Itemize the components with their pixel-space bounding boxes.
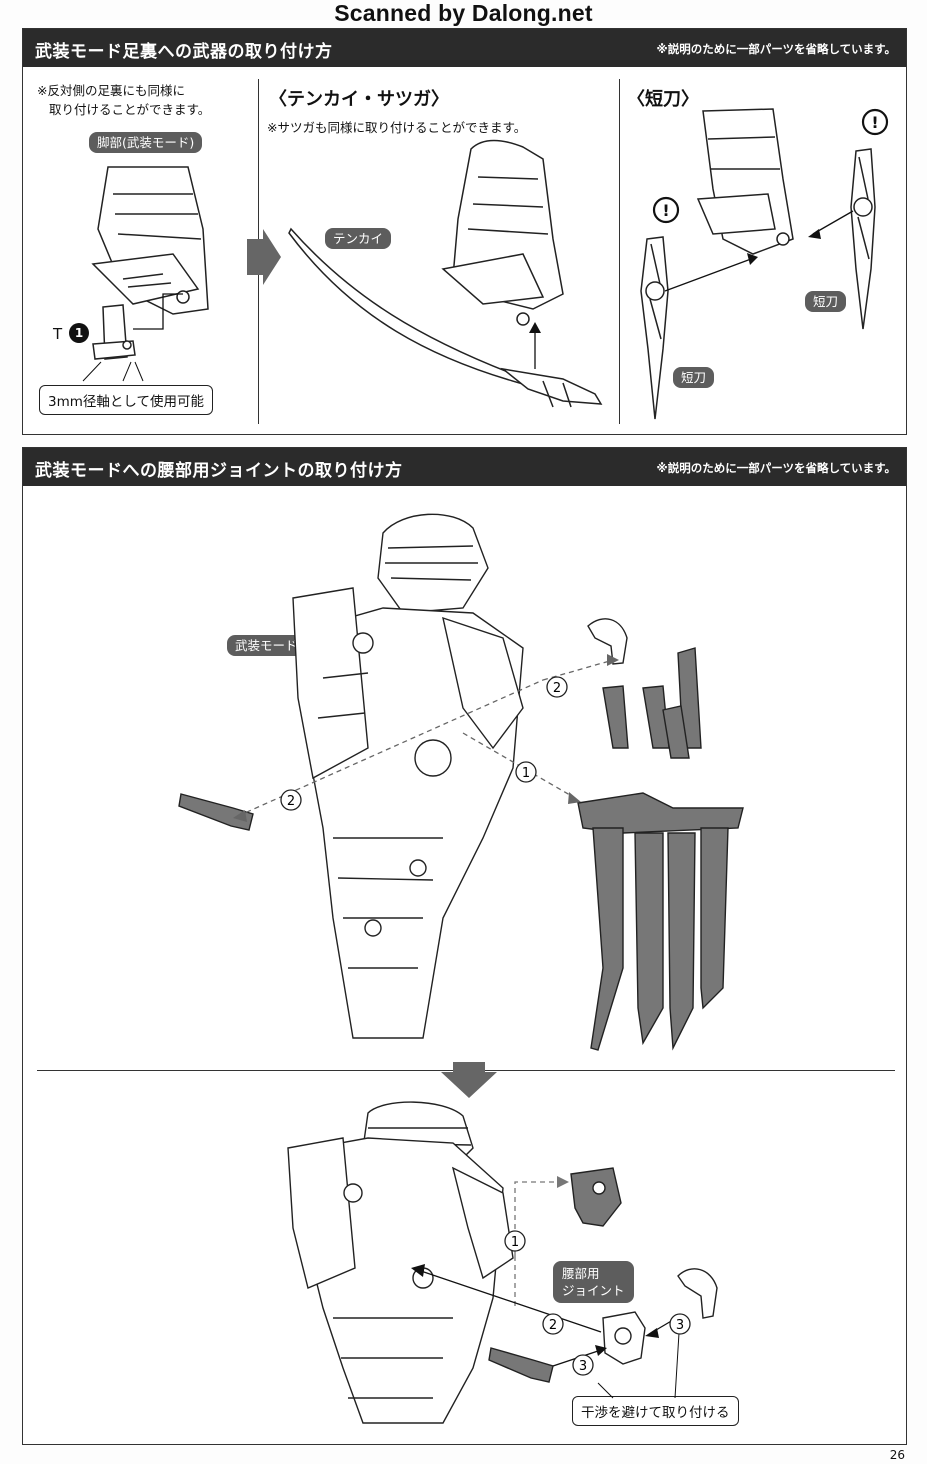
arrow-head-icon: [233, 810, 247, 822]
pointer-lines: [597, 1332, 680, 1399]
arrow-head-icon: [808, 229, 821, 239]
step-badge-2: 2: [546, 676, 568, 698]
axis-label: 3mm径軸として使用可能: [39, 385, 213, 415]
caution-icon: !: [861, 108, 889, 136]
svg-text:3: 3: [579, 1359, 587, 1374]
section1-illustrations: ! !: [82, 108, 889, 420]
part-upper-illustration: [587, 618, 628, 665]
svg-text:1: 1: [522, 766, 530, 781]
panel-divider: [619, 79, 621, 424]
mode-label: 武装モード: [227, 635, 306, 656]
step-badge-1: 1: [504, 1230, 526, 1252]
joint-label-line: 腰部用: [562, 1266, 600, 1281]
leg-illustration: [91, 166, 209, 315]
svg-text:2: 2: [549, 1318, 557, 1333]
section-header: 武装モード足裏への武器の取り付け方 ※説明のために一部パーツを省略しています。: [23, 29, 906, 67]
solid-arrow-line: [417, 1269, 602, 1333]
panel-heading: 〈テンカイ・サツガ〉: [269, 89, 449, 110]
step-badge-2: 2: [280, 789, 302, 811]
waist-joint-illustration: [602, 1311, 646, 1365]
panel-heading: 〈短刀〉: [627, 89, 699, 110]
arrow-head-icon: [747, 253, 758, 265]
step-badge-2: 2: [542, 1313, 564, 1335]
dashed-arrow-line: [514, 1181, 563, 1256]
arrow-head-icon: [568, 792, 581, 804]
joint-label-line: ジョイント: [562, 1283, 625, 1298]
section-title: 武装モード足裏への武器の取り付け方: [35, 42, 333, 62]
arrow-head-icon: [411, 1264, 425, 1277]
sword-rack-illustration: [577, 647, 744, 1051]
small-part-illustration: [92, 304, 136, 360]
svg-text:!: !: [662, 201, 669, 220]
section-title: 武装モードへの腰部用ジョイントの取り付け方: [35, 461, 403, 481]
arrow-head-icon: [607, 654, 619, 666]
svg-text:3: 3: [676, 1318, 684, 1333]
panel-note: ※サツガも同様に取り付けることができます。: [267, 120, 527, 135]
attach-arrow-line: [664, 258, 752, 292]
joint-part-upper-illustration: [570, 1167, 622, 1227]
attach-line: [133, 293, 183, 330]
section2-illustrations: 2 2 1: [178, 513, 744, 1424]
svg-text:2: 2: [287, 794, 295, 809]
waist-joint-label: 腰部用 ジョイント: [553, 1261, 634, 1303]
section-note: ※説明のために一部パーツを省略しています。: [656, 42, 896, 56]
step-badge-3: 3: [669, 1313, 691, 1335]
attach-arrow-line: [812, 210, 854, 235]
knife-right-illustration: [850, 148, 876, 330]
caution-icon: !: [652, 196, 680, 224]
weapon-label-tanto: 短刀: [805, 291, 847, 312]
pointer-lines: [82, 361, 144, 382]
svg-text:1: 1: [511, 1235, 519, 1250]
knife-left-illustration: [640, 236, 669, 420]
figure-back-view-illustration: [292, 513, 524, 1039]
part-number-badge: 1: [69, 323, 89, 343]
arrow-head-icon: [529, 322, 541, 333]
page-number: 26: [889, 1448, 905, 1462]
weapon-label-tanto: 短刀: [673, 367, 715, 388]
leg-illustration-right: [696, 108, 794, 255]
figure-back-view-lower-illustration: [287, 1101, 514, 1424]
section-header: 武装モードへの腰部用ジョイントの取り付け方 ※説明のために一部パーツを省略してい…: [23, 448, 906, 486]
section-note: ※説明のために一部パーツを省略しています。: [656, 461, 896, 475]
step-arrow-icon: [247, 229, 281, 285]
sword-tenkai-illustration: [288, 227, 603, 408]
scan-credit: Scanned by Dalong.net: [334, 0, 593, 26]
section-waist-joint: 武装モードへの腰部用ジョイントの取り付け方 ※説明のために一部パーツを省略してい…: [22, 447, 907, 1445]
step-badge-1: 1: [515, 761, 537, 783]
part-code: T: [53, 325, 63, 343]
handle-part-illustration: [178, 793, 254, 831]
handle-part-lower-illustration: [488, 1347, 554, 1383]
arrow-head-icon: [645, 1328, 659, 1338]
step-badge-3: 3: [572, 1354, 594, 1376]
section-foot-weapon: 武装モード足裏への武器の取り付け方 ※説明のために一部パーツを省略しています。 …: [22, 28, 907, 435]
panel-note-line: 取り付けることができます。: [49, 102, 211, 117]
panel-note-line: ※反対側の足裏にも同様に: [37, 83, 185, 98]
part-hook-illustration: [677, 1268, 718, 1319]
interference-label: 干渉を避けて取り付ける: [572, 1396, 739, 1426]
part-label-leg: 脚部(武装モード): [89, 132, 203, 153]
arrow-head-icon: [557, 1176, 569, 1188]
svg-text:!: !: [871, 113, 878, 132]
arrow-head-icon: [595, 1345, 607, 1356]
svg-text:2: 2: [553, 681, 561, 696]
weapon-label-tenkai: テンカイ: [325, 228, 392, 249]
step-down-arrow-icon: [441, 1062, 497, 1098]
leg-illustration-mid: [441, 139, 564, 326]
